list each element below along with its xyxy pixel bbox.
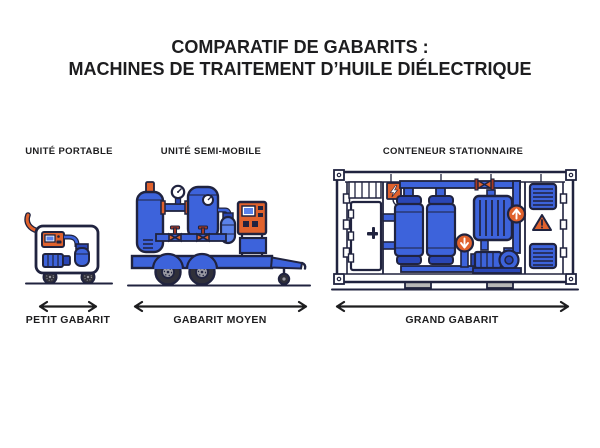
arrow-down-gauge-icon [454,233,475,268]
filter-vessel [425,195,457,265]
panel-button [258,206,263,210]
page-title: COMPARATIF DE GABARITS : MACHINES DE TRA… [0,36,600,80]
machine-label-portable: UNITÉ PORTABLE [25,146,113,157]
size-caption-small: PETIT GABARIT [25,314,111,326]
cart-oil-filter [64,234,90,267]
trailer-valves [155,225,227,243]
title-line-2: MACHINES DE TRAITEMENT D’HUILE DIÉLECTRI… [68,59,532,79]
pressure-gauge-icon [202,194,214,206]
container-door [347,200,383,272]
rail-ticks [390,174,542,182]
jockey-wheel [277,267,291,286]
double-headed-arrow-icon [335,300,570,313]
panel-button [243,221,249,227]
cart-pump [42,253,71,268]
panel-button [56,240,62,244]
hitch [300,261,307,270]
panel-button [252,221,258,227]
vent-grille [528,242,558,270]
cart-control-panel [41,231,65,248]
door-handle [367,227,378,239]
warning-triangle-icon [532,214,552,231]
machine-label-semi-mobile: UNITÉ SEMI-MOBILE [160,146,262,157]
arrow-up-gauge-icon [506,204,527,224]
tank-vents [143,239,153,249]
portable-unit-illustration [24,212,113,285]
trailer-filter [218,207,237,245]
panel-button [258,213,263,217]
filter-vessel [382,195,425,265]
trailer-tank-box [238,236,268,255]
size-caption-large: GRAND GABARIT [405,314,499,326]
size-caption-medium: GABARIT MOYEN [173,314,267,326]
fender [151,252,185,270]
valve-icon [168,225,182,243]
lightning-bolt-icon [386,182,402,207]
pressure-gauge-icon [170,184,186,200]
tow-bar [269,256,304,270]
corner-fittings [333,169,577,285]
stationary-container-illustration [331,169,579,291]
ribs-above-door [348,181,382,199]
side-latches [342,193,568,258]
double-headed-arrow-icon [133,300,308,313]
machine-label-stationary: CONTENEUR STATIONNAIRE [382,146,524,157]
container-pump [470,247,522,274]
double-headed-arrow-icon [38,300,98,313]
radiator [472,189,514,251]
title-line-1: COMPARATIF DE GABARITS : [171,37,429,57]
trailer-pipe-gauge [160,184,190,215]
panel-knob [57,235,60,238]
valve-icon [196,225,210,243]
semi-mobile-unit-illustration [127,181,311,287]
fender [185,252,219,270]
vent-grille [528,182,558,211]
